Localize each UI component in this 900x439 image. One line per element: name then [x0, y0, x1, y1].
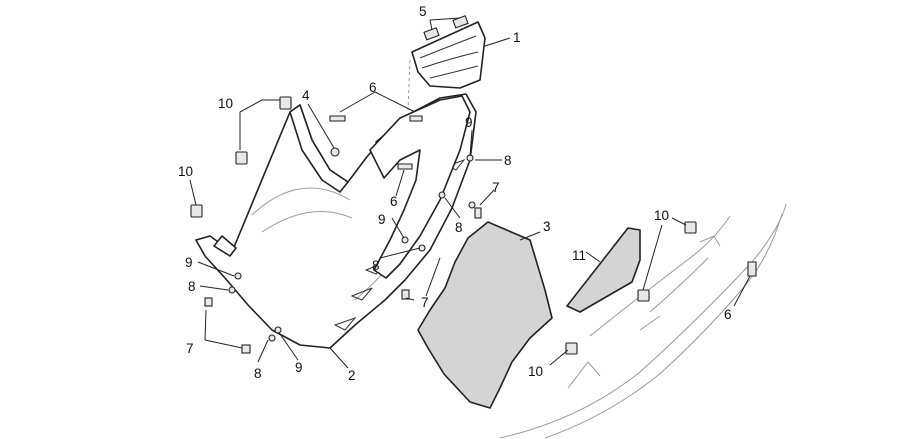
callout-labels: 1 5 6 4 10 10 9 8 7 6 8 9 8 7 3 11 10 9 … [178, 4, 732, 383]
callout-10: 10 [654, 208, 669, 223]
callout-9: 9 [378, 212, 386, 227]
callout-10: 10 [528, 364, 543, 379]
part-3-side-panel [417, 221, 553, 409]
callout-1: 1 [513, 30, 521, 45]
callout-7: 7 [186, 341, 194, 356]
callout-7: 7 [492, 180, 500, 195]
part-11-trim-strip [566, 227, 641, 313]
callout-5: 5 [419, 4, 427, 19]
fasteners [204, 115, 757, 354]
callout-8: 8 [254, 366, 262, 381]
callout-6: 6 [724, 307, 732, 322]
callout-9: 9 [295, 360, 303, 375]
part-2-inner-panel [369, 95, 471, 279]
callout-6: 6 [390, 194, 398, 209]
callout-2: 2 [348, 368, 356, 383]
frame-outline [499, 203, 787, 439]
leader-lines [189, 17, 751, 369]
callout-8: 8 [372, 258, 380, 273]
callout-8: 8 [504, 153, 512, 168]
callout-7: 7 [421, 295, 429, 310]
callout-10: 10 [218, 96, 233, 111]
clips-10 [190, 96, 697, 355]
callout-9: 9 [185, 255, 193, 270]
callout-10: 10 [178, 164, 193, 179]
callout-4: 4 [302, 88, 310, 103]
part-1-upper-bracket [411, 21, 486, 89]
callout-6: 6 [369, 80, 377, 95]
callout-8: 8 [188, 279, 196, 294]
callout-11: 11 [572, 248, 586, 263]
callout-8: 8 [455, 220, 463, 235]
callout-9: 9 [465, 115, 473, 130]
callout-3: 3 [543, 219, 551, 234]
